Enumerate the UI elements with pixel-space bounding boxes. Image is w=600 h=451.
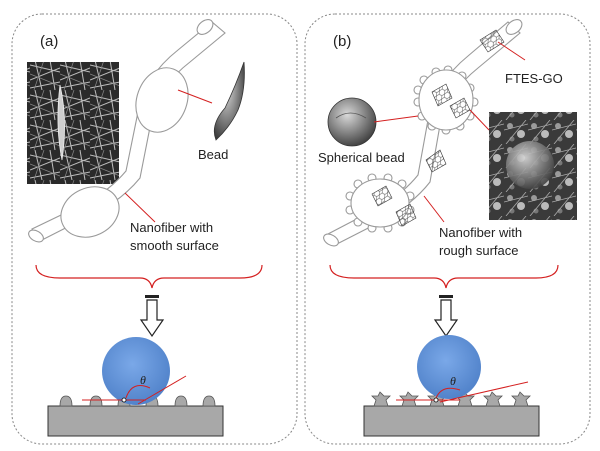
- fiber-label-b-line2: rough surface: [439, 243, 519, 258]
- contact-angle-icon-a: θ: [47, 337, 224, 437]
- fiber-callout-a: [124, 192, 156, 223]
- sem-image-a: [27, 62, 119, 184]
- bead-callout-a: [177, 89, 213, 104]
- sem-bead-a: [213, 61, 245, 141]
- brace-b: [329, 264, 559, 289]
- ftes-go-callout: [497, 41, 526, 61]
- ftes-go-flakes: [371, 29, 505, 227]
- contact-angle-icon-b: θ: [363, 335, 540, 437]
- sem-spherical-bead: [327, 97, 377, 147]
- sem-b-callout: [469, 109, 490, 131]
- fiber-label-a-line2: smooth surface: [130, 238, 219, 253]
- fiber-label-b-line1: Nanofiber with: [439, 225, 522, 240]
- theta-b: θ: [450, 374, 456, 388]
- ftes-go-label: FTES-GO: [505, 71, 563, 86]
- panel-a: (a) Bead Nanofiber with smooth surface: [11, 13, 298, 445]
- down-arrow-icon-b: [433, 295, 459, 338]
- droplet-a: [102, 337, 170, 405]
- nanofiber-smooth: [28, 19, 226, 243]
- panel-a-frame: [11, 13, 298, 445]
- droplet-b: [417, 335, 481, 399]
- panel-b: (b): [304, 13, 591, 445]
- spindle-bead-lower: [60, 186, 120, 238]
- panel-b-label: (b): [333, 33, 351, 50]
- substrate-a: [47, 405, 224, 437]
- bead-label-a: Bead: [198, 147, 228, 162]
- down-arrow-icon-a: [139, 295, 165, 338]
- spherical-bead-callout: [373, 115, 419, 123]
- theta-a: θ: [140, 373, 146, 387]
- fiber-callout-b: [423, 195, 445, 223]
- fiber-label-a-line1: Nanofiber with: [130, 220, 213, 235]
- spherical-bead-label: Spherical bead: [318, 150, 405, 165]
- panel-b-frame: [304, 13, 591, 445]
- substrate-b: [363, 405, 540, 437]
- sem-image-b: [489, 112, 577, 220]
- spindle-bead-upper: [135, 67, 189, 133]
- brace-a: [35, 264, 263, 289]
- panel-a-label: (a): [40, 33, 58, 50]
